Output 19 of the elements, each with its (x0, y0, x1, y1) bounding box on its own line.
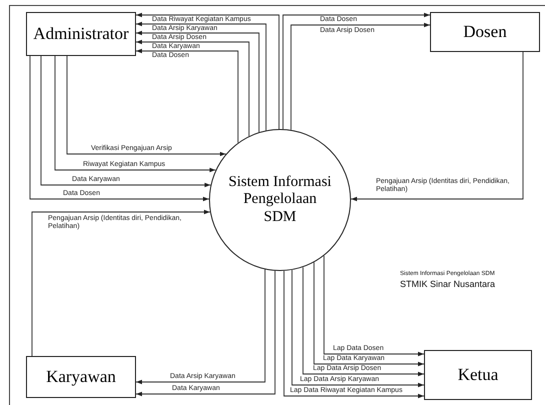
arrow (136, 270, 276, 396)
entity-box: Administrator (26, 12, 136, 56)
arrow (314, 262, 424, 366)
arrow (54, 56, 216, 172)
arrow (136, 40, 250, 137)
entity-box: Karyawan (26, 356, 136, 398)
entity-box: Dosen (430, 12, 540, 52)
arrow (136, 48, 238, 144)
entity-box: Ketua (424, 350, 532, 400)
arrow (302, 266, 424, 376)
arrow (350, 52, 524, 202)
arrow (40, 56, 212, 188)
arrow (136, 268, 266, 384)
institution-text: STMIK Sinar Nusantara (400, 278, 496, 291)
arrow (30, 56, 210, 202)
arrow (32, 210, 210, 356)
arrow (66, 56, 226, 156)
arrow (324, 255, 424, 356)
arrow (136, 12, 280, 130)
